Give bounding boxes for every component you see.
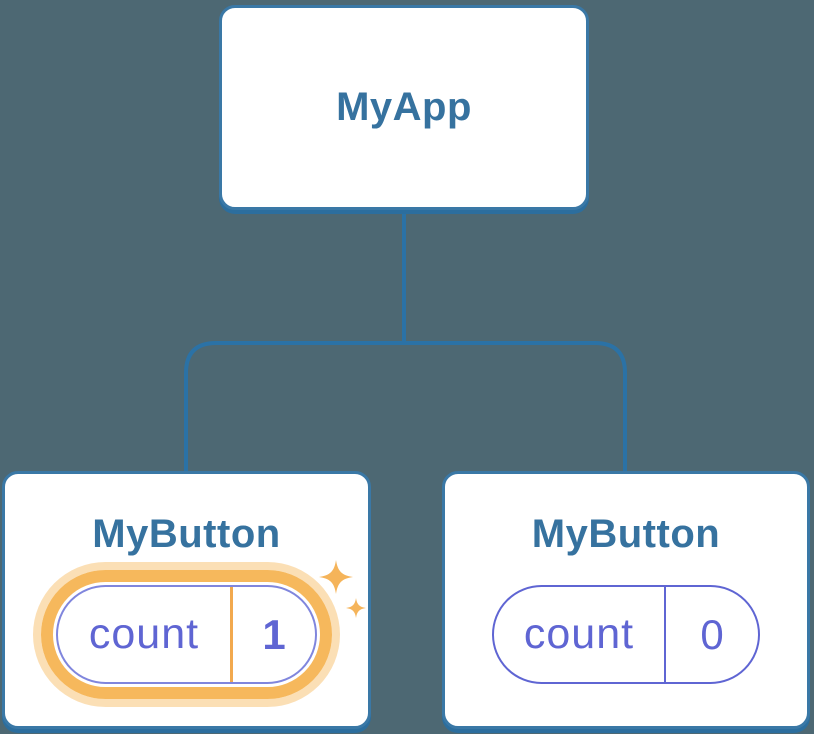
state-name: count [88, 610, 200, 658]
state-value: 1 [262, 610, 286, 658]
state-pill-highlighted: count 1 [41, 570, 332, 699]
pill-divider [230, 587, 233, 682]
node-title: MyButton [92, 512, 281, 556]
pill-divider [664, 587, 666, 682]
sparkle-icon-small [346, 598, 366, 618]
tree-node-mybutton-plain: MyButton count 0 [442, 471, 810, 729]
state-name: count [523, 610, 635, 658]
state-pill-plain: count 0 [492, 585, 760, 684]
tree-node-myapp: MyApp [219, 5, 589, 210]
connector-branch [184, 341, 627, 474]
sparkle-icon-large [319, 560, 353, 594]
node-title: MyButton [531, 512, 721, 556]
node-title: MyApp [336, 85, 472, 129]
state-value: 0 [700, 610, 724, 658]
tree-node-mybutton-highlighted: MyButton count 1 [2, 471, 371, 729]
